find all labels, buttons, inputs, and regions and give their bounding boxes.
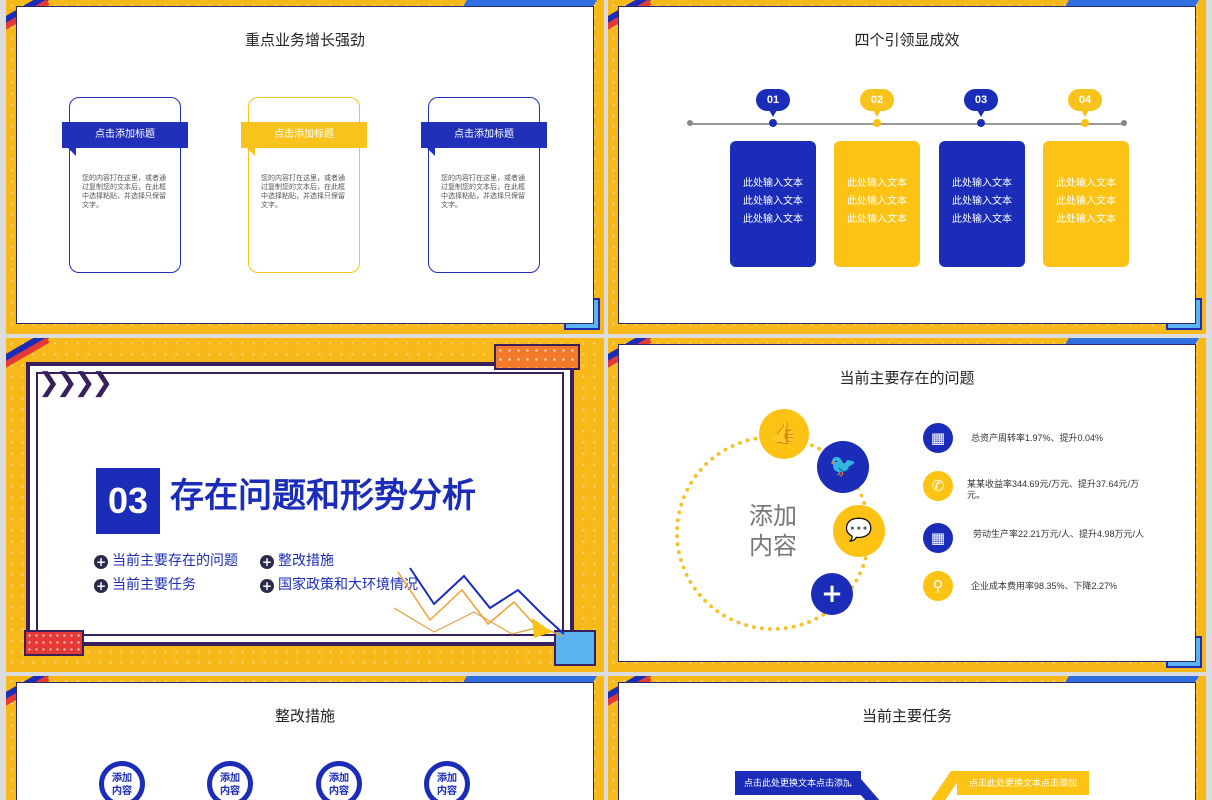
step-text: 此处输入文本 — [952, 178, 1012, 189]
plus-icon: + — [260, 579, 274, 593]
slide-thumbnail-4[interactable]: 当前主要存在的问题 添加 内容 👍 🐦 💬 + ▦ 总资产周转率1.97%、提升… — [608, 338, 1206, 672]
pin-marker: 添加内容 — [424, 761, 470, 800]
plus-icon: + — [94, 555, 108, 569]
step-text: 此处输入文本 — [847, 214, 907, 225]
card-title: 点击添加标题 — [62, 122, 188, 156]
step-text: 此处输入文本 — [743, 196, 803, 207]
plus-icon: + — [260, 555, 274, 569]
decor-block — [24, 630, 84, 656]
slide-title: 四个引领显成效 — [854, 32, 960, 49]
calendar-icon: ▦ — [923, 423, 953, 453]
slide-title: 整改措施 — [274, 708, 335, 725]
info-text: 劳动生产率22.21万元/人、提升4.98万元/人 — [973, 529, 1145, 539]
slide-thumbnail-6[interactable]: 当前主要任务 点击此处更换文本点击添加 点击此处更换文本点击添加 — [608, 676, 1206, 800]
bird-icon: 🐦 — [817, 441, 869, 493]
card-text: 您的内容打在这里，或者通过复制您的文本后，在此框中选择粘贴，并选择只保留文字。 — [82, 175, 166, 209]
content-card: 点击添加标题 您的内容打在这里，或者通过复制您的文本后，在此框中选择粘贴，并选择… — [421, 97, 547, 273]
card-text: 您的内容打在这里，或者通过复制您的文本后，在此框中选择粘贴，并选择只保留文字。 — [441, 175, 525, 209]
slide-thumbnail-5[interactable]: 整改措施 添加内容 添加内容 添加内容 添加内容 — [6, 676, 604, 800]
timeline-dot — [769, 119, 777, 127]
pin-marker: 添加内容 — [316, 761, 362, 800]
content-card: 点击添加标题 您的内容打在这里，或者通过复制您的文本后，在此框中选择粘贴，并选择… — [241, 97, 367, 273]
timeline-end-dot — [687, 120, 693, 126]
chevrons-icon: ❯❯❯❯ — [38, 368, 113, 398]
slide-panel: 当前主要任务 点击此处更换文本点击添加 点击此处更换文本点击添加 — [618, 682, 1196, 800]
plus-icon: + — [811, 573, 853, 615]
step-text: 此处输入文本 — [1056, 214, 1116, 225]
content-card: 点击添加标题 您的内容打在这里，或者通过复制您的文本后，在此框中选择粘贴，并选择… — [62, 97, 188, 273]
section-item: +当前主要任务 — [94, 577, 196, 593]
slide-title: 当前主要任务 — [861, 708, 952, 725]
step-number: 02 — [860, 89, 894, 117]
plus-icon: + — [94, 579, 108, 593]
step-text: 此处输入文本 — [952, 196, 1012, 207]
task-banner: 点击此处更换文本点击添加 — [735, 771, 861, 795]
section-frame-inner — [36, 372, 564, 636]
step-number: 03 — [964, 89, 998, 117]
section-title: 存在问题和形势分析 — [170, 476, 476, 516]
slide-thumbnail-3[interactable]: ❯❯❯❯ 03 存在问题和形势分析 +当前主要存在的问题 +整改措施 +当前主要… — [6, 338, 604, 672]
pin-marker: 添加内容 — [207, 761, 253, 800]
chevron-arrow-decoration — [931, 771, 965, 800]
step-text: 此处输入文本 — [847, 178, 907, 189]
section-item: +国家政策和大环境情况 — [260, 577, 418, 593]
pin-marker: 添加内容 — [99, 761, 145, 800]
step-box: 此处输入文本 此处输入文本 此处输入文本 — [730, 141, 816, 267]
task-banner: 点击此处更换文本点击添加 — [957, 771, 1089, 795]
step-number: 04 — [1068, 89, 1102, 117]
slide-thumbnail-1[interactable]: 重点业务增长强劲 点击添加标题 您的内容打在这里，或者通过复制您的文本后，在此框… — [6, 0, 604, 334]
thumbs-up-icon: 👍 — [759, 409, 809, 459]
slide-title: 当前主要存在的问题 — [839, 370, 975, 387]
section-item: +当前主要存在的问题 — [94, 553, 238, 569]
timeline-dot — [977, 119, 985, 127]
timeline-end-dot — [1121, 120, 1127, 126]
section-item: +整改措施 — [260, 553, 334, 569]
phone-icon: ✆ — [923, 471, 953, 501]
timeline-dot — [1081, 119, 1089, 127]
info-text: 总资产周转率1.97%、提升0.04% — [971, 433, 1104, 443]
chevron-arrow-decoration — [847, 779, 880, 800]
center-text: 添加 内容 — [749, 502, 797, 560]
info-text: 企业成本费用率98.35%、下降2.27% — [971, 581, 1118, 591]
location-pin-icon: ⚲ — [923, 571, 953, 601]
timeline-line — [689, 123, 1125, 125]
step-box: 此处输入文本 此处输入文本 此处输入文本 — [834, 141, 920, 267]
timeline-dot — [873, 119, 881, 127]
step-text: 此处输入文本 — [743, 214, 803, 225]
step-box: 此处输入文本 此处输入文本 此处输入文本 — [939, 141, 1025, 267]
slide-panel: 四个引领显成效 01 02 03 04 此处输入文本 此处输入文本 此处输入文本… — [618, 6, 1196, 324]
trend-lines-decoration — [394, 567, 565, 638]
slide-panel: 重点业务增长强劲 点击添加标题 您的内容打在这里，或者通过复制您的文本后，在此框… — [16, 6, 594, 324]
step-number: 01 — [756, 89, 790, 117]
calendar-icon: ▦ — [923, 523, 953, 553]
step-text: 此处输入文本 — [1056, 196, 1116, 207]
chat-icon: 💬 — [833, 505, 885, 557]
card-title: 点击添加标题 — [421, 122, 547, 156]
step-text: 此处输入文本 — [952, 214, 1012, 225]
slide-panel: 当前主要存在的问题 添加 内容 👍 🐦 💬 + ▦ 总资产周转率1.97%、提升… — [618, 344, 1196, 662]
card-text: 您的内容打在这里，或者通过复制您的文本后，在此框中选择粘贴，并选择只保留文字。 — [261, 175, 345, 209]
info-text: 某某收益率344.69元/万元、提升37.64元/万元。 — [967, 479, 1140, 500]
step-text: 此处输入文本 — [1056, 178, 1116, 189]
step-text: 此处输入文本 — [847, 196, 907, 207]
slide-panel: 整改措施 添加内容 添加内容 添加内容 添加内容 — [16, 682, 594, 800]
decor-block — [494, 344, 580, 370]
slide-thumbnail-2[interactable]: 四个引领显成效 01 02 03 04 此处输入文本 此处输入文本 此处输入文本… — [608, 0, 1206, 334]
section-number: 03 — [96, 468, 160, 534]
slide-title: 重点业务增长强劲 — [244, 32, 365, 49]
step-box: 此处输入文本 此处输入文本 此处输入文本 — [1043, 141, 1129, 267]
card-title: 点击添加标题 — [241, 122, 367, 156]
step-text: 此处输入文本 — [743, 178, 803, 189]
